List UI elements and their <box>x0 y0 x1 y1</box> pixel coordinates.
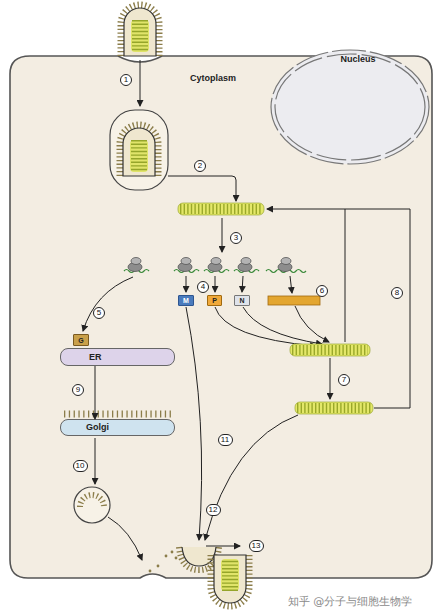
node-text: Cytoplasm <box>190 74 236 83</box>
callout-number: 6 <box>316 285 328 297</box>
organelle-box: Golgi <box>60 419 175 436</box>
protein-box: N <box>234 295 250 306</box>
callout-number: 7 <box>338 374 350 386</box>
callout-number: 4 <box>197 281 209 293</box>
node-text: N <box>239 297 244 304</box>
connector-arrow <box>95 366 96 419</box>
node-text: G <box>78 337 83 344</box>
nucleus: Nucleus <box>270 49 430 165</box>
organelle-box: ER <box>60 348 175 366</box>
node-text: Nucleus <box>340 55 375 64</box>
callout-number: 11 <box>218 434 233 446</box>
watermark: 知乎 @分子与细胞生物学 <box>288 596 413 607</box>
protein-box: P <box>207 295 222 306</box>
protein-box: G <box>73 334 89 346</box>
callout-number: 12 <box>206 504 221 516</box>
nucleus-envelope <box>271 50 429 164</box>
callout-number: 5 <box>93 307 105 319</box>
nucleus-envelope <box>275 54 425 160</box>
cell: Cytoplasm NucleusM P N G ER Golgi <box>8 40 438 585</box>
callout-number: 10 <box>73 460 88 472</box>
callout-number: 3 <box>230 232 242 244</box>
node-text: ER <box>89 353 102 362</box>
node-text: Golgi <box>86 423 109 432</box>
nucleus-envelope <box>270 49 430 165</box>
node-text: P <box>212 297 217 304</box>
virion <box>121 5 159 56</box>
protein-box: M <box>178 295 194 306</box>
callout-number: 9 <box>72 384 84 396</box>
callout-number: 1 <box>120 74 132 86</box>
node-text: M <box>183 297 189 304</box>
callout-number: 8 <box>391 287 403 299</box>
callout-number: 2 <box>194 160 206 172</box>
callout-number: 13 <box>249 540 264 552</box>
